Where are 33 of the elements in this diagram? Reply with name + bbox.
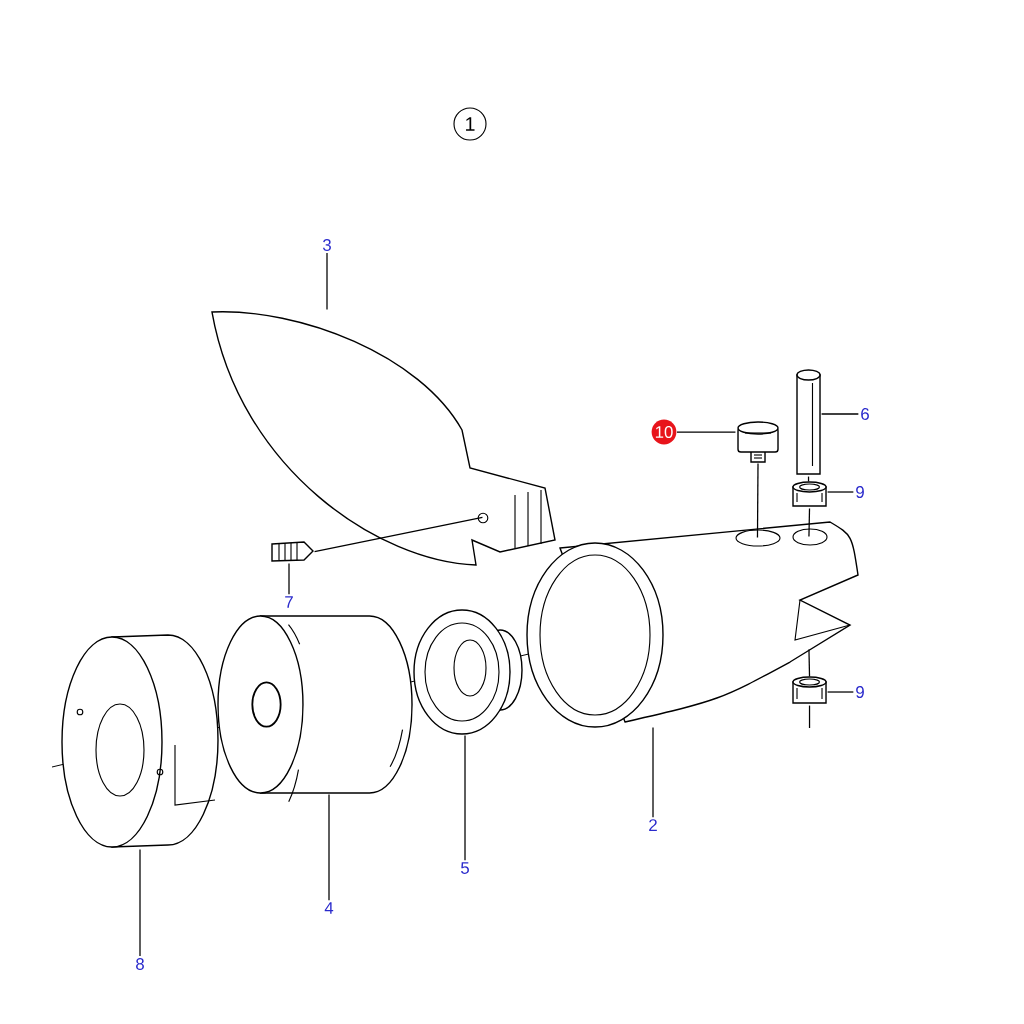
pin-drawing [796, 369, 821, 475]
circled-number: 1 [453, 107, 487, 141]
bushing-drawing [792, 676, 827, 704]
leader-line [288, 562, 290, 595]
leader-line [139, 848, 141, 957]
assembly-line [807, 475, 810, 483]
leader-line [326, 252, 328, 311]
assembly-line [808, 704, 811, 729]
callout-number: 4 [324, 902, 334, 914]
set-screw-drawing [271, 541, 314, 562]
leader-line [652, 726, 654, 818]
callout-number: 7 [285, 596, 293, 608]
leader-line [676, 431, 737, 433]
bushing-drawing [792, 481, 827, 507]
callout-number: 3 [322, 239, 331, 251]
shroud-drawing [211, 311, 556, 566]
callout-number: 9 [856, 686, 864, 698]
callout-number: 5 [461, 862, 469, 874]
assembly-line [808, 507, 811, 538]
callout-number: 9 [856, 486, 864, 498]
cap-screw-drawing [737, 421, 779, 463]
leader-line [464, 734, 466, 861]
assembly-line [756, 462, 759, 539]
leader-line [826, 691, 854, 693]
assembly-line [808, 648, 811, 678]
leader-line [820, 413, 859, 415]
callout-number: 8 [136, 958, 144, 970]
leader-line [826, 491, 854, 493]
callout-number: 2 [649, 819, 657, 831]
assembly-line [313, 516, 484, 553]
callout-number: 6 [861, 408, 869, 420]
leader-line [328, 793, 330, 901]
callout-number: 10 [651, 419, 677, 445]
